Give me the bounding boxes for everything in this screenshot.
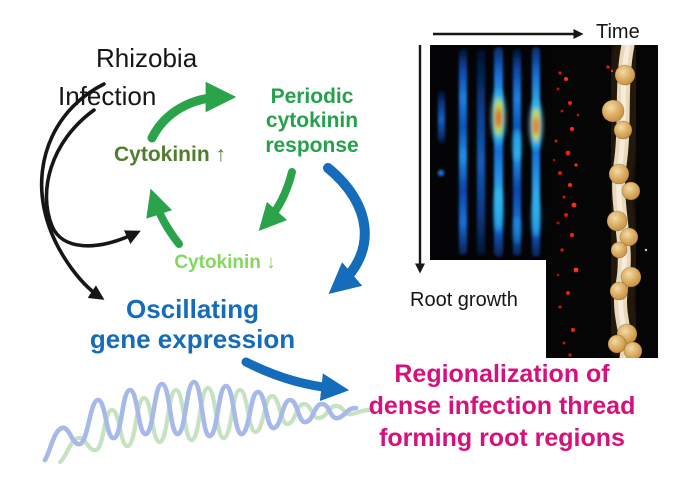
time-axis-label: Time	[596, 21, 640, 43]
oscillating-to-regionalization-arrow	[241, 357, 350, 402]
infection-to-oscillation-arrow	[39, 82, 106, 300]
oscillation-wave-blue	[42, 379, 359, 463]
periodic-to-cytokinin-down-arrow	[258, 168, 296, 232]
oscillation-wave-green	[57, 385, 373, 465]
regionalization-label: Regionalization of dense infection threa…	[368, 360, 636, 452]
nodulated-root-photo	[546, 45, 658, 358]
cytokinin-up-label: Cytokinin ↑	[113, 143, 226, 166]
periodic-cytokinin-response-label: Periodic cytokinin response	[265, 85, 359, 157]
cytokinin-down-to-up-arrow	[146, 188, 183, 248]
infection-to-cytokinin-arrow	[44, 108, 141, 248]
cytokinin-to-periodic-arrow	[147, 81, 237, 143]
root-growth-axis-label: Root growth	[410, 289, 518, 311]
infection-label: Infection	[58, 81, 157, 111]
blue-fluorescence-kymograph-image	[430, 45, 546, 260]
cytokinin-down-label: Cytokinin ↓	[174, 252, 276, 273]
rhizobia-label: Rhizobia	[96, 43, 198, 73]
oscillating-gene-expression-label: Oscillating gene expression	[89, 294, 296, 355]
red-infection-foci-image	[552, 71, 580, 357]
periodic-to-oscillating-arrow	[323, 163, 370, 295]
